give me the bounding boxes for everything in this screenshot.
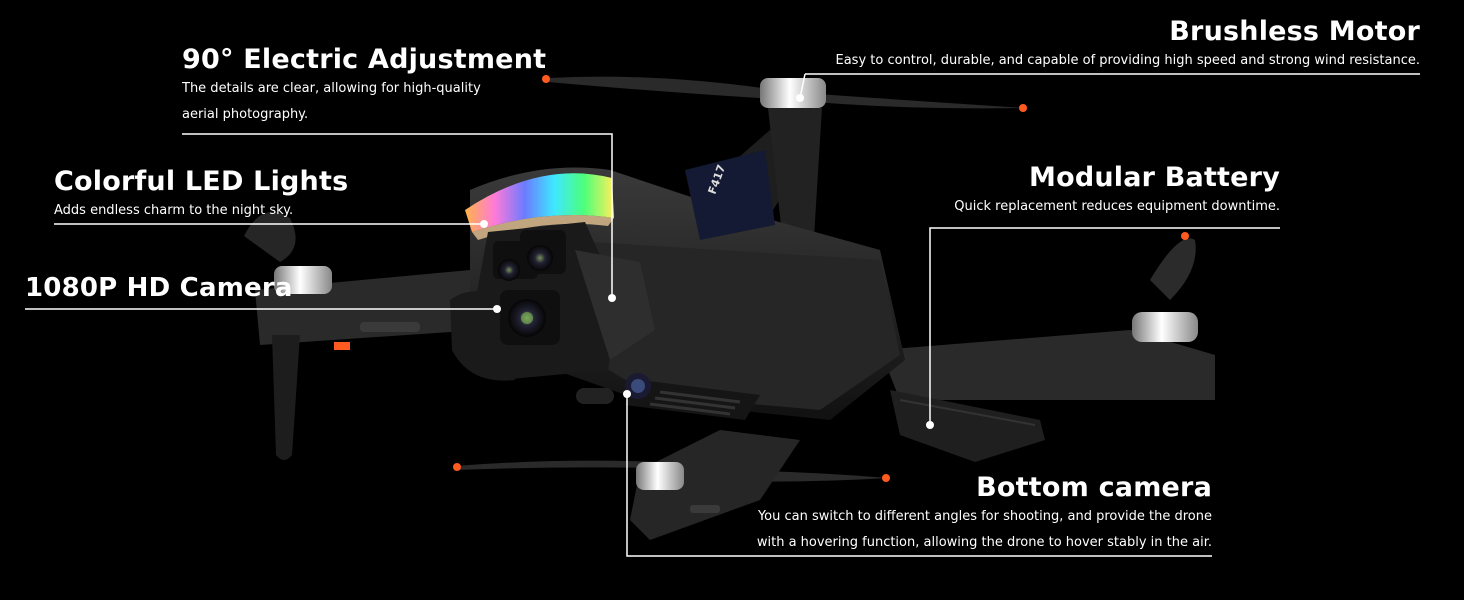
callout-lines [25,73,1420,557]
battery-callout-dot [926,421,934,429]
adjust-callout-line [182,133,613,298]
bottom-camera-lens [576,373,651,404]
bottom-camera-description-line1: You can switch to different angles for s… [757,509,1212,524]
battery [890,390,1045,462]
left-arm [244,212,480,460]
adjust-callout-dot [608,294,616,302]
feature-bottom-camera: Bottom camera You can switch to differen… [620,472,1212,556]
led-lights-title: Colorful LED Lights [54,166,349,197]
feature-electric-adjustment: 90° Electric Adjustment The details are … [182,44,622,128]
front-bottom-arm [453,430,890,540]
bottom-camera-title: Bottom camera [976,472,1212,503]
battery-callout-line [929,227,1280,425]
feature-modular-battery: Modular Battery Quick replacement reduce… [760,162,1280,220]
motor-callout-dot [796,94,804,102]
hd-camera-title: 1080P HD Camera [25,273,293,303]
electric-adjustment-description-line1: The details are clear, allowing for high… [182,81,481,96]
led-lights-description: Adds endless charm to the night sky. [54,203,294,218]
brushless-motor-description: Easy to control, durable, and capable of… [835,53,1421,68]
electric-adjustment-title: 90° Electric Adjustment [182,44,547,75]
callout-dots [480,94,934,429]
right-arm [880,232,1215,400]
led-callout-dot [480,220,488,228]
modular-battery-title: Modular Battery [1029,162,1280,193]
brushless-motor-title: Brushless Motor [1169,16,1420,47]
bottom-camera-callout-line [626,394,1212,557]
electric-adjustment-description-line2: aerial photography. [182,107,309,122]
feature-led-lights: Colorful LED Lights Adds endless charm t… [54,166,494,224]
bottom-camera-description-line2: with a hovering function, allowing the d… [756,535,1212,550]
feature-hd-camera: 1080P HD Camera [25,272,465,304]
feature-brushless-motor: Brushless Motor Easy to control, durable… [800,16,1421,74]
bottom-camera-callout-dot [623,390,631,398]
led-light-bar [465,173,614,240]
gimbal-camera [450,222,655,381]
motor-callout-leader [799,73,806,99]
camera-callout-dot [493,305,501,313]
modular-battery-description: Quick replacement reduces equipment down… [954,199,1280,214]
